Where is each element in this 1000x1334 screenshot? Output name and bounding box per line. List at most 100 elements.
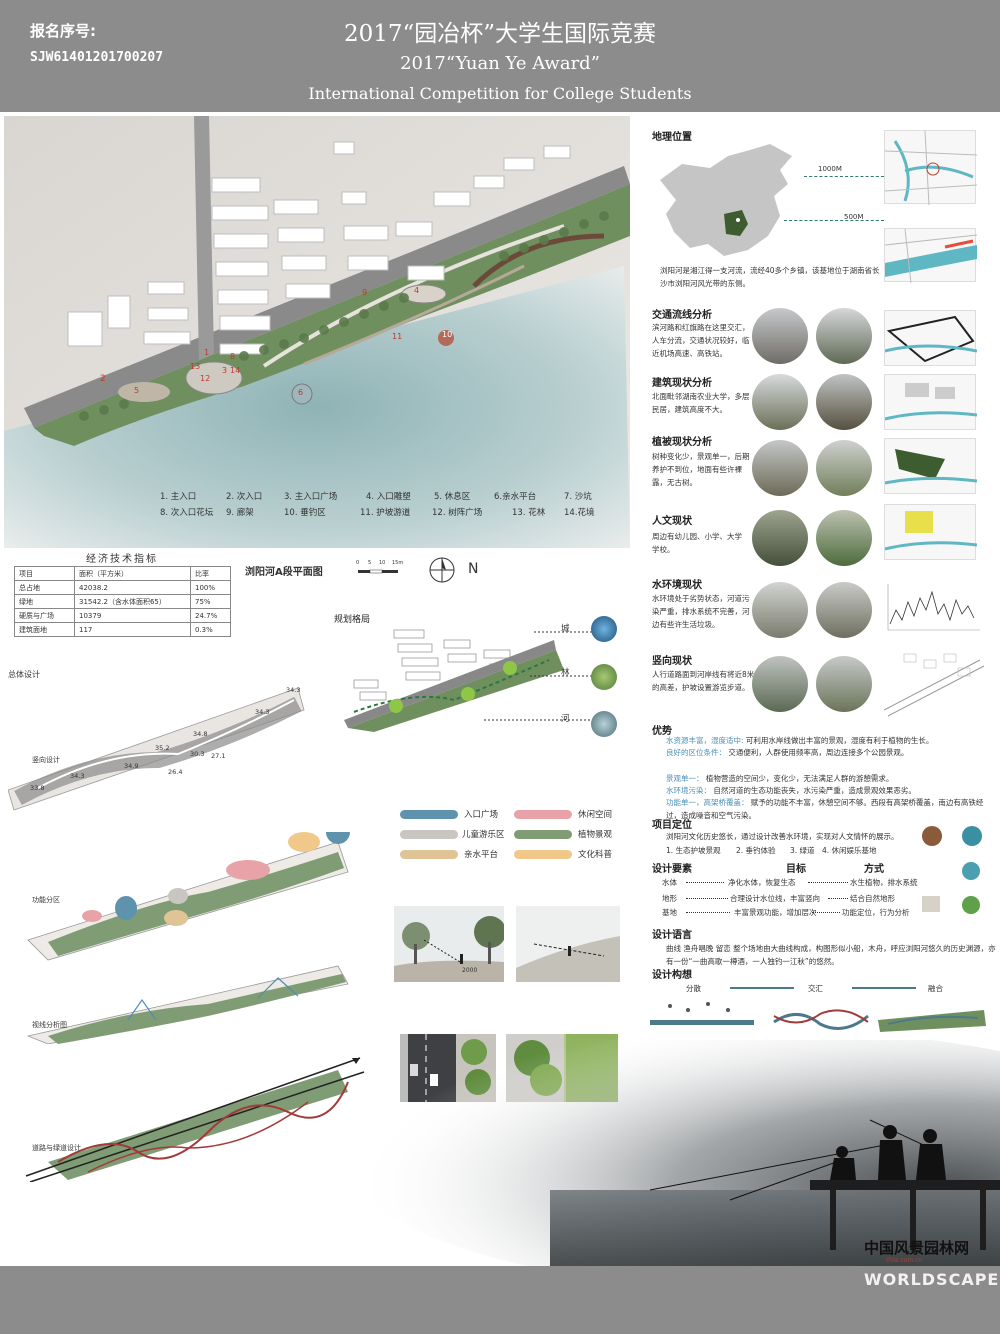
legend-label: 亲水平台 (464, 850, 499, 860)
legend-swatch (514, 830, 572, 839)
disadvantage-2: 水环境污染： 自然河道的生态功能丧失，水污染严重，造成景观效果恶劣。 (666, 784, 996, 797)
positioning-item: 3. 绿道 (790, 846, 815, 855)
north-arrow-icon (428, 556, 456, 584)
china-outline (660, 144, 792, 256)
master-plan: 1 2 3 4 5 6 8 9 10 11 12 13 14 1. 主入口 2.… (4, 116, 630, 548)
pier-deck (810, 1180, 1000, 1190)
scale-bar: 0 5 10 15m (356, 560, 416, 574)
positioning-title: 项目定位 (652, 820, 692, 831)
elevation-label: 34.3 (255, 708, 270, 716)
table-cell: 硬质与广场 (14, 608, 75, 623)
plan-legend-item: 9. 廊架 (226, 508, 254, 518)
river-photo (591, 711, 617, 737)
elements-goal-header: 目标 (786, 864, 806, 875)
elevation-label: 26.4 (168, 768, 183, 776)
pattern-label-city: 城 (561, 624, 570, 634)
plan-marker-11: 11 (392, 332, 403, 341)
sculpture-plaza (401, 284, 447, 304)
legend-swatch (400, 830, 458, 839)
element-leader (686, 912, 730, 913)
section-dimension: 2000 (462, 967, 478, 974)
north-label: N (468, 561, 479, 577)
ink-landscape-scene (350, 1030, 1000, 1290)
legend-swatch (400, 810, 458, 819)
elevation-label: 33.8 (30, 784, 45, 792)
element-goal: 丰富景观功能，增加层次 (734, 908, 817, 917)
element-key: 基地 (662, 908, 677, 917)
pattern-label-river: 河 (561, 714, 570, 724)
legend-label: 儿童游乐区 (462, 830, 505, 840)
plan-title: 浏阳河A段平面图 (245, 567, 323, 578)
tree-canopy (79, 211, 609, 421)
pattern-green-corridor (353, 659, 550, 713)
element-leader (808, 882, 848, 883)
concept-diagram (648, 996, 988, 1036)
positioning-item: 2. 垂钓体验 (736, 846, 776, 855)
logo-chinese: 中国风景园林网 (864, 1239, 970, 1257)
terrain-icon (922, 896, 940, 912)
geo-title: 地理位置 (652, 132, 692, 143)
vertical-status-text: 人行道路面到河岸线有将近8米的高差，护坡设置游览步道。 (652, 670, 755, 692)
plan-marker-13: 13 (190, 362, 201, 371)
elevation-label: 30.3 (190, 750, 205, 758)
function-zoning-diagram (8, 820, 368, 962)
advantage-2-value: 交通便利，人群使用频率高，周边连接多个公园景观。 (728, 748, 909, 757)
elements-title: 设计要素 (652, 864, 692, 875)
forest-photo (591, 664, 617, 690)
positioning-item: 1. 生态护坡景观 (666, 846, 721, 855)
scale-label: 15m (392, 560, 404, 566)
logo-url: chla.com.cn (886, 1257, 923, 1264)
road-greenway-title: 道路与绿道设计 (32, 1144, 81, 1152)
vegetation-map (884, 438, 978, 494)
site-icon (962, 896, 980, 914)
disadvantage-1-key: 景观单一： (666, 774, 704, 783)
human-title: 人文现状 (652, 516, 692, 527)
language-title: 设计语言 (652, 930, 692, 941)
disadvantage-3-key: 功能单一，高架桥覆盖： (666, 798, 749, 807)
elevation-label: 34.3 (70, 772, 85, 780)
elevation-label: 34.3 (286, 686, 301, 694)
element-way: 结合自然地形 (850, 894, 895, 903)
human-photo-2 (816, 510, 872, 566)
plan-marker-12: 12 (200, 374, 211, 383)
element-way: 水生植物，排水系统 (850, 878, 918, 887)
disadvantage-2-key: 水环境污染： (666, 786, 711, 795)
vegetation-photo-1 (752, 440, 808, 496)
vertical-photo-2 (816, 656, 872, 712)
title-english: 2017“Yuan Ye Award” (400, 53, 600, 74)
zone-plant-landscape (48, 852, 344, 956)
water-icon (962, 862, 980, 880)
traffic-map (884, 310, 978, 366)
traffic-photo-2 (816, 308, 872, 364)
cross-road (194, 116, 214, 362)
geo-text: 浏阳河是湘江得一支河流，流经40多个乡镇，该基地位于湖南省长沙市浏阳河风光带的东… (660, 266, 880, 288)
registration-label: 报名序号: (30, 22, 96, 40)
road-greenway-diagram (8, 1052, 368, 1183)
elevation-label: 34.8 (193, 730, 208, 738)
positioning-item: 4. 休闲娱乐基地 (822, 846, 877, 855)
disadvantage-title: 劣势 (652, 760, 654, 761)
traffic-photo-1 (752, 308, 808, 364)
human-text: 周边有幼儿园、小学、大学学校。 (652, 532, 742, 554)
boardwalk-path (303, 264, 525, 366)
plan-marker-5: 5 (134, 386, 140, 395)
zone-waterfront (164, 910, 188, 926)
fishing-pier (472, 233, 605, 288)
pattern-diagram (334, 620, 624, 732)
hunan-province (724, 210, 748, 236)
footer-bar (0, 1266, 1000, 1334)
table-header-row: 项目 面积（平方米） 比率 (14, 566, 231, 581)
zone-culture (288, 832, 320, 852)
section-sketch-2 (516, 906, 620, 982)
vertical-status-title: 竖向现状 (652, 656, 692, 667)
river-water (4, 266, 630, 548)
subtitle-english: International Competition for College St… (308, 84, 692, 103)
secondary-road-line (29, 1071, 365, 1183)
promenade-path (262, 224, 565, 368)
plan-marker-6: 6 (298, 388, 304, 397)
traffic-text: 滨河路和红旗路在这里交汇，人车分流，交通状况较好，临近机场高速、高铁站。 (652, 323, 750, 358)
pattern-title: 规划格局 (334, 615, 371, 625)
